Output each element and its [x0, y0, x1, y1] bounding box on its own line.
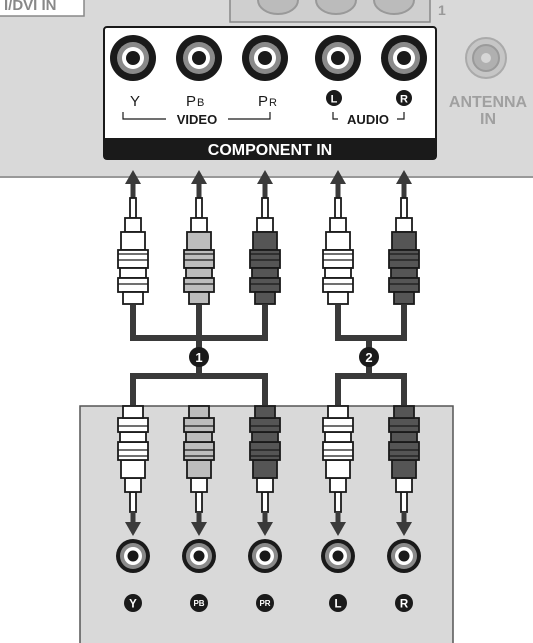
device-jack-pb[interactable] [182, 539, 216, 573]
arrow-head-to-device-l [330, 522, 346, 536]
upper-plugs [117, 170, 420, 305]
arrow-head-to-tv-r [396, 170, 412, 184]
antenna-jack [465, 37, 507, 79]
component-jack-y[interactable] [110, 35, 156, 81]
arrow-head-to-device-pb [191, 522, 207, 536]
arrow-head-to-tv-l [330, 170, 346, 184]
component-jack-l[interactable] [315, 35, 361, 81]
device-jack-badge-pr-text: PR [259, 599, 270, 608]
jack-label-pr: P [258, 93, 268, 110]
audio-bracket-right [397, 112, 405, 120]
arrow-head-to-tv-y [125, 170, 141, 184]
device-jack-r[interactable] [387, 539, 421, 573]
component-jack-r[interactable] [381, 35, 427, 81]
jack-label-pr-sub: R [269, 97, 277, 109]
jack-label-y: Y [130, 93, 140, 110]
antenna-label-line1: ANTENNA [449, 94, 528, 111]
hdmi-dvi-label-box [0, 0, 85, 17]
tv-side-plug-l [322, 197, 354, 305]
device-side-plug-pr [249, 405, 281, 513]
audio-cable-lower [335, 373, 407, 405]
hdmi-dvi-label: I/DVI IN [4, 0, 57, 14]
arrow-head-to-device-pr [257, 522, 273, 536]
antenna-label-line2: IN [480, 111, 496, 128]
audio-badge-r: R [396, 90, 412, 106]
audio-group-label: AUDIO [347, 112, 389, 127]
device-jack-badge-pb: PB [190, 594, 208, 612]
tv-side-plug-pr [249, 197, 281, 305]
component-jack-pb[interactable] [176, 35, 222, 81]
tv-side-plug-pb [183, 197, 215, 305]
cable-group-badge-1: 1 [189, 347, 209, 367]
audio-badge-r-text: R [400, 94, 408, 106]
video-group-label: VIDEO [177, 112, 217, 127]
arrow-head-to-tv-pr [257, 170, 273, 184]
audio-badge-l: L [326, 90, 342, 106]
component-in-module: COMPONENT IN Y P B P R L R VIDEO AUDIO [103, 26, 437, 160]
device-jack-y[interactable] [116, 539, 150, 573]
audio-bracket-left [332, 112, 338, 120]
device-jack-pr[interactable] [248, 539, 282, 573]
device-jack-badge-pr: PR [256, 594, 274, 612]
arrow-head-to-device-y [125, 522, 141, 536]
device-jack-badge-l-text: L [334, 599, 341, 611]
video-bracket-right [228, 112, 271, 120]
video-cable-lower [130, 373, 268, 405]
device-jack-badge-y-text: Y [129, 599, 137, 611]
device-jack-badge-y: Y [124, 594, 142, 612]
component-jack-pr[interactable] [242, 35, 288, 81]
av-in-number: 1 [438, 2, 446, 18]
cable-group-badge-2-text: 2 [365, 350, 372, 365]
device-side-plug-y [117, 405, 149, 513]
audio-cable-upper [335, 305, 407, 341]
tv-side-plug-r [388, 197, 420, 305]
device-side-plug-pb [183, 405, 215, 513]
lower-plugs [117, 405, 420, 536]
device-jack-badge-l: L [329, 594, 347, 612]
device-jack-badge-pb-text: PB [193, 599, 204, 608]
device-jack-badge-r-text: R [400, 599, 409, 611]
jack-label-pb-sub: B [197, 97, 204, 109]
device-side-plug-l [322, 405, 354, 513]
cable-group-badge-1-text: 1 [195, 350, 202, 365]
cable-group-badge-2: 2 [359, 347, 379, 367]
arrow-head-to-device-r [396, 522, 412, 536]
jack-label-pb: P [186, 93, 196, 110]
tv-jack-row [110, 35, 427, 81]
audio-badge-l-text: L [331, 94, 338, 106]
device-jack-badge-r: R [395, 594, 413, 612]
arrow-head-to-tv-pb [191, 170, 207, 184]
component-in-title: COMPONENT IN [208, 142, 332, 159]
video-bracket-left [122, 112, 166, 120]
device-side-plug-r [388, 405, 420, 513]
device-jack-row: Y PB PR L R [116, 539, 421, 612]
tv-side-plug-y [117, 197, 149, 305]
device-jack-l[interactable] [321, 539, 355, 573]
av-in-jacks-partial [229, 0, 431, 23]
